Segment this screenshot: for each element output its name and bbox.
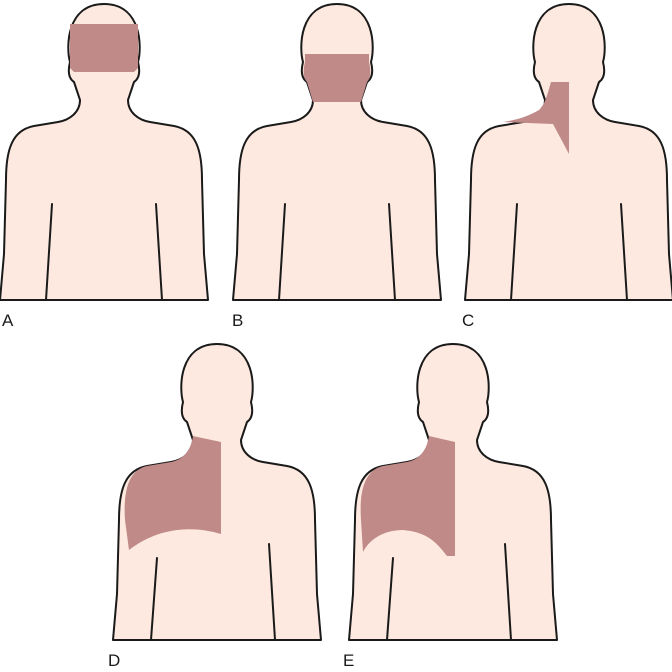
pain-region-head [70, 24, 138, 72]
panel-label-a: A [2, 311, 14, 330]
panel-label-b: B [232, 311, 244, 330]
body-outline [232, 3, 442, 301]
panel-e [348, 343, 558, 641]
arm-line-left [278, 203, 286, 301]
pain-region-shoulder-upper-back [124, 436, 221, 550]
pain-region-neck [303, 54, 371, 102]
panel-b [232, 3, 442, 301]
panel-c [464, 3, 672, 301]
arm-line-right [268, 543, 276, 641]
panel-label-e: E [343, 651, 355, 670]
arm-line-right [155, 203, 163, 301]
panel-a [0, 3, 209, 301]
arm-line-right [388, 203, 396, 301]
panel-label-d: D [108, 651, 121, 670]
arm-line-right [504, 543, 512, 641]
pain-region-shoulder-upper-back-extended [360, 436, 455, 556]
arm-line-left [386, 557, 394, 641]
arm-line-left [150, 557, 158, 641]
panel-label-c: C [462, 311, 475, 330]
pain-region-neck-shoulder [503, 82, 569, 154]
arm-line-left [510, 203, 518, 301]
arm-line-right [620, 203, 628, 301]
arm-line-left [45, 203, 53, 301]
body-outline [0, 3, 209, 301]
panel-d [112, 343, 322, 641]
